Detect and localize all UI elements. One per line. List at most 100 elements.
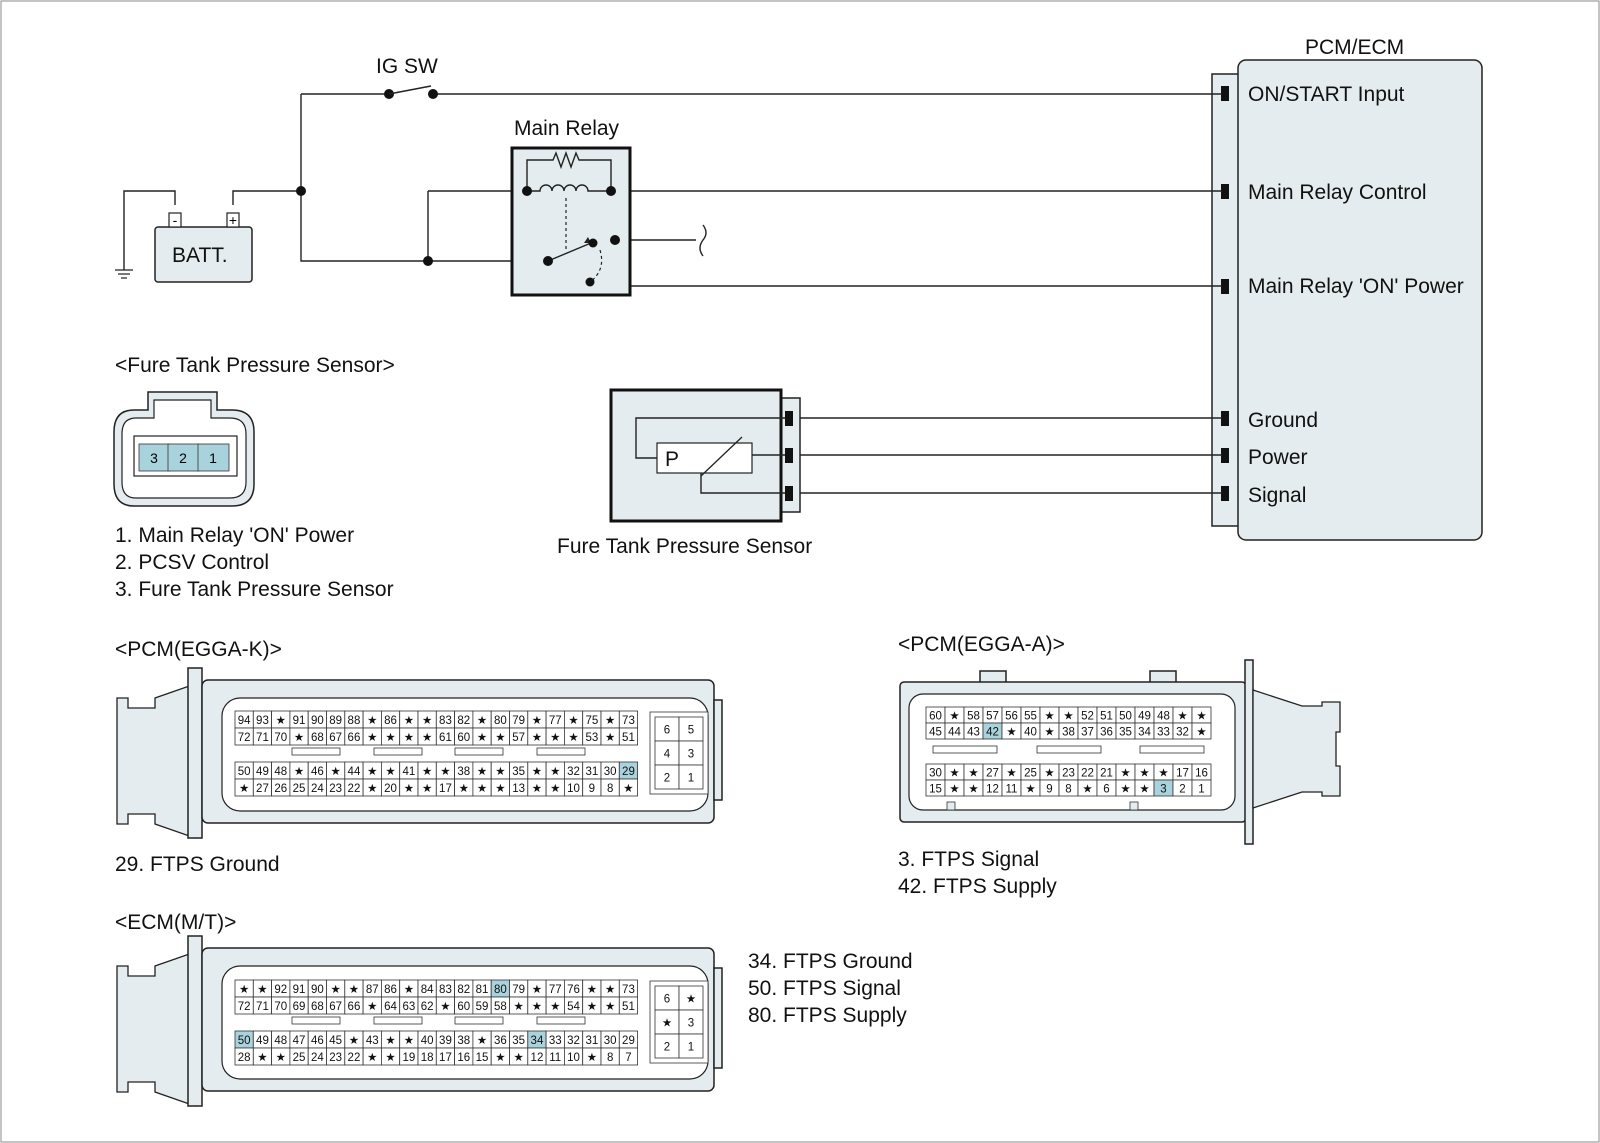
egga-k-pin-number: 57 (512, 732, 525, 744)
egga-a-pin-number: 48 (1157, 711, 1170, 723)
egga-k-pin-number: 77 (549, 715, 562, 727)
ecm-mt-pin-cell (618, 1047, 638, 1066)
egga-a-pin-number: 34 (1138, 727, 1151, 739)
ecm-mt-side-pin-cell (654, 985, 680, 1011)
egga-k-pin-number: ★ (477, 715, 487, 727)
egga-k-pin-number: 94 (238, 715, 251, 727)
ecm-mt-pin-number: 31 (585, 1035, 598, 1047)
sensor-legend-item: 3. Fure Tank Pressure Sensor (115, 578, 394, 601)
ecm-mt-pin-number: 58 (494, 1001, 507, 1013)
egga-a-pin-number: 42 (986, 727, 999, 739)
egga-k-pin-number: 80 (494, 715, 507, 727)
egga-a-pin-number: 22 (1081, 768, 1094, 780)
egga-k-side-pin-number: 5 (688, 725, 694, 737)
sensor-pin-number: 1 (209, 450, 217, 466)
ecm-mt-pin-number: 63 (402, 1001, 415, 1013)
pcm-pin-main-relay-on-power: Main Relay 'ON' Power (1248, 275, 1464, 298)
egga-a-pin-number: ★ (1120, 768, 1130, 780)
egga-k-pin-number: ★ (550, 783, 560, 795)
egga-a-pin-number: 56 (1005, 711, 1018, 723)
ecm-mt-pin-number: ★ (385, 1052, 395, 1064)
egga-k-legend-item: 29. FTPS Ground (115, 853, 280, 876)
egga-k-pin-number: 17 (439, 783, 452, 795)
ecm-mt-pin-number: ★ (587, 1001, 597, 1013)
egga-a-title: <PCM(EGGA-A)> (898, 633, 1065, 656)
ecm-mt-pin-number: 38 (457, 1035, 470, 1047)
ecm-mt-pin-number: 25 (293, 1052, 306, 1064)
egga-a-pin-number: 40 (1024, 727, 1037, 739)
ecm-mt-pin-number: 35 (512, 1035, 525, 1047)
egga-a-pin-number: ★ (949, 768, 959, 780)
ecm-mt-pin-number: 30 (604, 1035, 617, 1047)
sensor-terminal (785, 486, 793, 501)
battery-body (154, 226, 253, 283)
ecm-mt-pin-number: ★ (349, 1035, 359, 1047)
egga-a-pin-number: ★ (968, 784, 978, 796)
sensor-pin-cell (197, 443, 230, 472)
egga-a-pin-number: ★ (1044, 711, 1054, 723)
egga-k-pin-number: ★ (276, 715, 286, 727)
ecm-mt-side-pin-number: 3 (688, 1018, 694, 1030)
ecm-mt-side-pin-cell (678, 1009, 704, 1035)
ecm-mt-pin-number: 80 (494, 984, 507, 996)
egga-a-pin-number: ★ (1006, 768, 1016, 780)
egga-a-pin-number: ★ (1158, 768, 1168, 780)
ecm-mt-pin-number: 72 (238, 1001, 251, 1013)
egga-k-pin-number: 23 (329, 783, 342, 795)
ecm-mt-pin-number: 7 (625, 1052, 631, 1064)
sensor-pin-number: 3 (150, 450, 158, 466)
ecm-mt-pin-number: 28 (238, 1052, 251, 1064)
ecm-mt-pin-number: 71 (256, 1001, 269, 1013)
ecm-mt-pin-number: 40 (421, 1035, 434, 1047)
egga-a-pin-number: ★ (1196, 711, 1206, 723)
egga-k-side-pin-number: 1 (688, 773, 694, 785)
connector-key (291, 747, 341, 756)
egga-k-pin-number: ★ (404, 783, 414, 795)
ecm-mt-pin-number: ★ (349, 984, 359, 996)
main-relay-box (510, 146, 632, 297)
ground-symbol (115, 269, 133, 279)
egga-k-side-pin-cell (654, 764, 680, 790)
connector-key (454, 1016, 504, 1025)
ecm-mt-pin-number: ★ (605, 1001, 615, 1013)
egga-k-pin-number: 22 (348, 783, 361, 795)
connector-key (1036, 745, 1102, 754)
ecm-mt-pin-number: 8 (607, 1052, 613, 1064)
egga-k-pin-number: ★ (385, 766, 395, 778)
egga-a-pin-cell (1191, 779, 1212, 797)
egga-k-pin-number: ★ (459, 783, 469, 795)
egga-k-pin-number: ★ (422, 766, 432, 778)
egga-k-pin-number: 89 (329, 715, 342, 727)
ecm-mt-pin-number: 86 (384, 984, 397, 996)
battery-minus: - (173, 212, 178, 228)
egga-k-pin-number: 27 (256, 783, 269, 795)
egga-k-pin-number: 31 (585, 766, 598, 778)
egga-k-pin-number: ★ (367, 783, 377, 795)
ecm-mt-side-pin-cell (678, 1033, 704, 1059)
connector-key (536, 1016, 586, 1025)
egga-a-pin-number: 38 (1062, 727, 1075, 739)
egga-k-pin-number: ★ (477, 766, 487, 778)
egga-k-pin-number: 50 (238, 766, 251, 778)
egga-k-pin-number: ★ (495, 766, 505, 778)
egga-k-title: <PCM(EGGA-K)> (115, 638, 282, 661)
egga-a-pin-number: ★ (1044, 768, 1054, 780)
ecm-mt-pin-number: ★ (385, 1035, 395, 1047)
connector-key (1139, 745, 1205, 754)
ig-switch-blade (388, 85, 432, 95)
egga-k-pin-number: 29 (622, 766, 635, 778)
egga-k-pin-number: ★ (367, 766, 377, 778)
egga-k-pin-number: ★ (422, 732, 432, 744)
egga-k-pin-number: 41 (402, 766, 415, 778)
ecm-mt-legend-item: 50. FTPS Signal (748, 977, 901, 1000)
sensor-pin-number: 2 (179, 450, 187, 466)
egga-a-pin-number: 9 (1046, 784, 1052, 796)
egga-k-pin-number: 88 (348, 715, 361, 727)
ecm-mt-pin-number: 43 (366, 1035, 379, 1047)
egga-a-pin-number: 23 (1062, 768, 1075, 780)
ecm-mt-pin-number: ★ (239, 984, 249, 996)
egga-k-pin-number: 30 (604, 766, 617, 778)
egga-k-pin-number: 66 (348, 732, 361, 744)
egga-k-pin-number: ★ (550, 766, 560, 778)
egga-k-side-pin-cell (678, 740, 704, 766)
